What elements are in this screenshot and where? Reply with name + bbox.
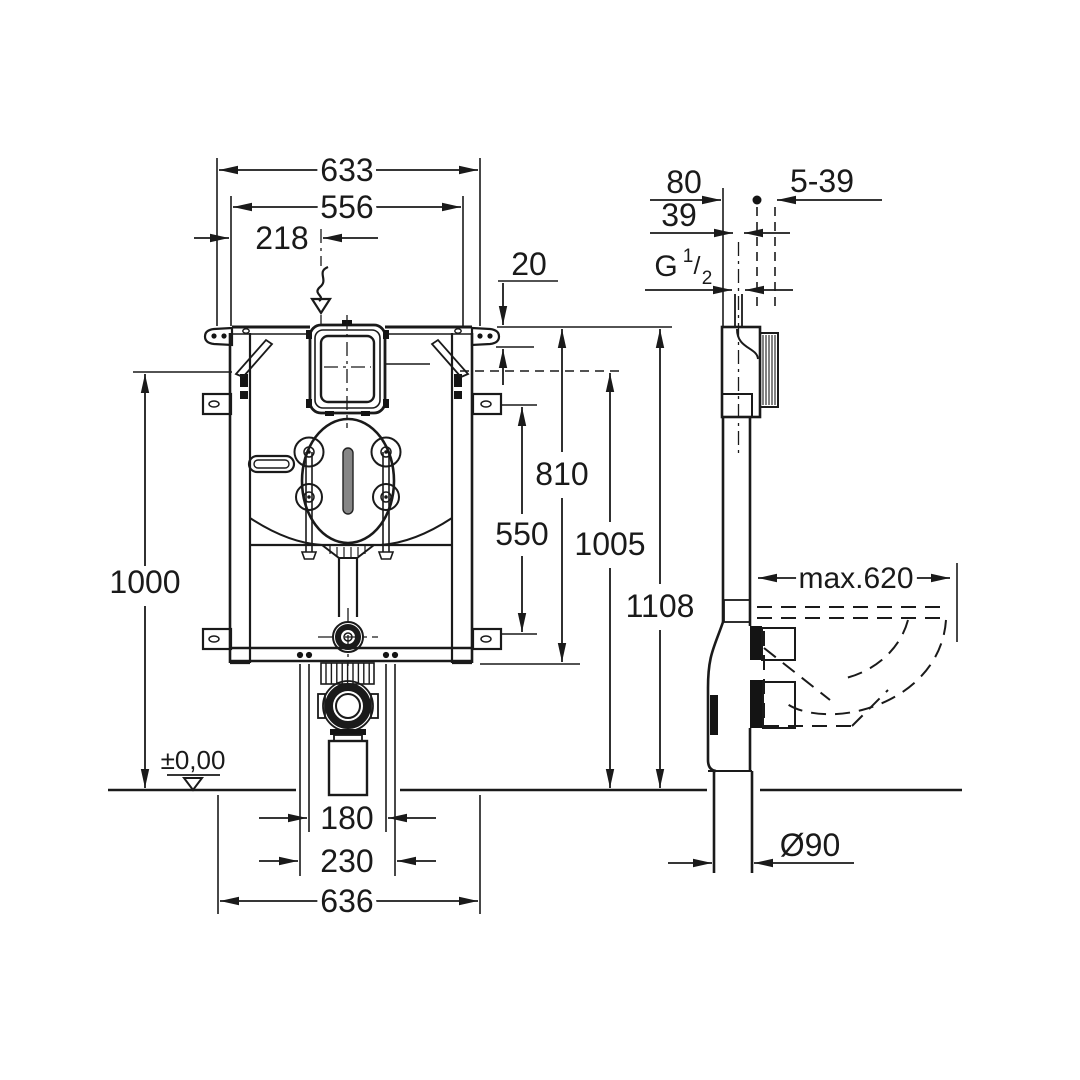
dim-230-label: 230	[320, 843, 373, 879]
dim-39-label: 39	[661, 197, 697, 233]
cistern-tank	[247, 417, 396, 545]
reference-point-dot	[752, 195, 762, 205]
dim-top-offset-20: 20	[496, 242, 672, 385]
dim-width-636: 636	[217, 795, 481, 924]
dim-80-label: 80	[666, 164, 702, 200]
dim-depth-80: 80	[650, 164, 762, 205]
dim-1000-label: 1000	[109, 564, 180, 600]
dim-1108-label: 1108	[626, 588, 695, 624]
toilet-bowl-outline	[757, 606, 947, 727]
right-frame-rail	[450, 333, 474, 665]
side-body	[720, 325, 796, 729]
right-mounting-ear	[470, 326, 501, 347]
dim-550-label: 550	[495, 516, 548, 552]
right-corner-brace	[430, 338, 470, 379]
left-frame-rail	[228, 333, 252, 665]
dim-556-label: 556	[320, 189, 373, 225]
flush-plate-opening	[306, 315, 389, 428]
dim-max620-label: max.620	[798, 562, 913, 595]
dim-max-620: max.620	[758, 558, 958, 642]
dim-218-label: 218	[255, 220, 308, 256]
dim-5-39-label: 5-39	[790, 163, 854, 199]
rod-disc	[293, 436, 325, 468]
thread-denominator: 2	[702, 268, 713, 289]
left-corner-brace	[234, 338, 274, 379]
dim-810-label: 810	[535, 456, 588, 492]
thread-slash: /	[694, 252, 701, 280]
dim-width-556: 556	[230, 185, 464, 326]
dim-bracket-550: 550	[491, 404, 553, 635]
thread-numerator: 1	[683, 246, 694, 267]
rod-disc	[372, 483, 400, 511]
floor-level-marker: ±0,00	[161, 745, 226, 792]
dim-180-label: 180	[320, 800, 373, 836]
left-mounting-ear	[203, 326, 234, 347]
dim-thread-g-half: G 1 / 2	[645, 246, 793, 295]
side-view	[706, 188, 947, 873]
mounting-rods	[293, 436, 402, 560]
thread-letter: G	[654, 250, 677, 283]
dim-inlet-offset-218: 218	[194, 216, 378, 261]
floor-level-label: ±0,00	[161, 745, 226, 775]
water-inlet-icon	[309, 229, 333, 326]
dim-dia90-label: Ø90	[780, 827, 840, 863]
flush-valve	[318, 608, 378, 666]
drain-assembly	[317, 662, 379, 797]
supply-pipe	[734, 242, 743, 455]
top-plate	[232, 325, 472, 365]
dim-20-label: 20	[511, 246, 547, 282]
drain-elbow	[706, 621, 754, 873]
dim-height-1005: 1005	[460, 370, 650, 788]
dim-width-180: 180	[259, 664, 436, 841]
bottom-cross-bar	[230, 646, 472, 663]
dim-width-633: 633	[216, 148, 481, 326]
wall-bracket-upper-left	[201, 392, 233, 416]
outlet-pipe-front	[327, 739, 369, 797]
dim-height-1000: 1000	[105, 371, 232, 788]
dim-depth-39: 39	[650, 197, 790, 238]
supply-thread	[759, 332, 779, 408]
dim-1005-label: 1005	[574, 526, 645, 562]
wall-bracket-upper-right	[471, 392, 503, 416]
dim-636-label: 636	[320, 883, 373, 919]
rod-disc	[370, 436, 402, 468]
dim-height-810: 810	[480, 329, 593, 665]
rod-disc	[295, 483, 323, 511]
dim-wall-range-5-39: 5-39	[777, 163, 882, 205]
dim-width-230: 230	[259, 664, 436, 884]
dim-outlet-dia-90: Ø90	[668, 827, 854, 868]
tank-bottom	[249, 517, 453, 617]
dim-633-label: 633	[320, 152, 373, 188]
wall-bracket-lower-left	[201, 627, 233, 651]
front-view	[201, 229, 503, 797]
wall-bracket-lower-right	[471, 627, 503, 651]
dim-height-1108: 1108	[621, 329, 699, 788]
